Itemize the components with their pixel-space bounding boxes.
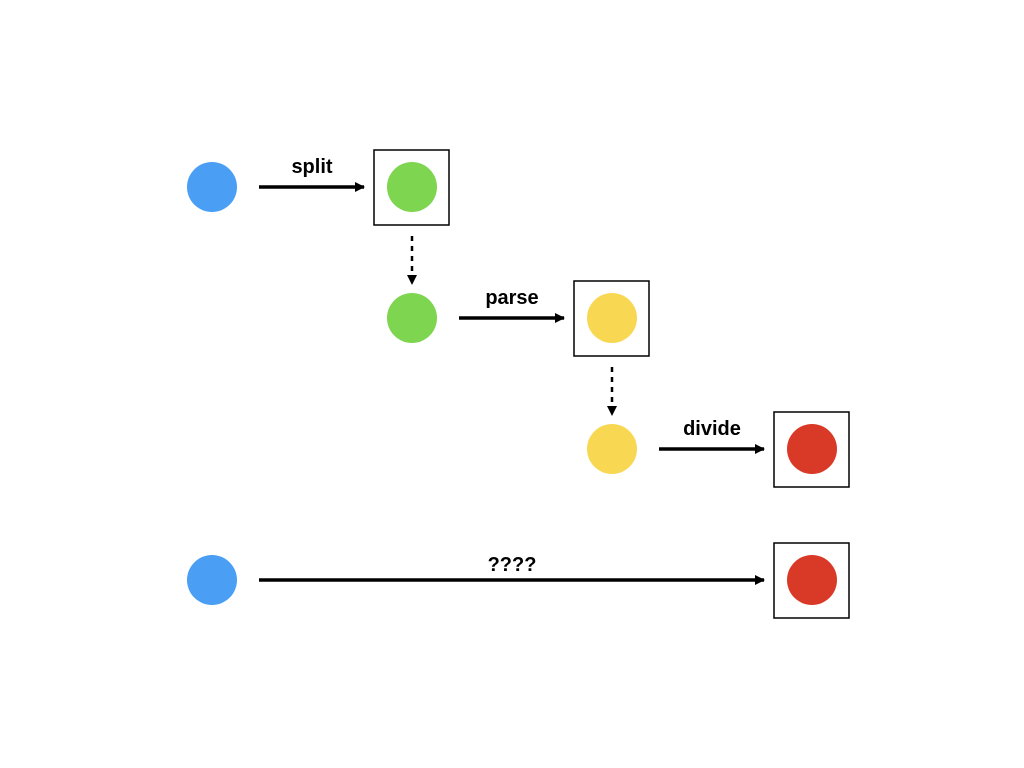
step-split-output-node [387, 162, 437, 212]
step-parse-output-node [587, 293, 637, 343]
shortcut-output-node [787, 555, 837, 605]
step-parse: parse [387, 280, 650, 357]
step-divide-output-box [773, 411, 850, 488]
step-parse-input-node [387, 293, 437, 343]
step-parse-label: parse [485, 287, 538, 309]
shortcut-output-box [773, 542, 850, 619]
shortcut-input-node [187, 555, 237, 605]
step-parse-output-box [573, 280, 650, 357]
shortcut-label: ???? [488, 554, 537, 576]
step-split: split [187, 149, 450, 226]
step-divide-output-node [787, 424, 837, 474]
step-divide-input-node [587, 424, 637, 474]
step-split-output-box [373, 149, 450, 226]
shortcut: ???? [187, 542, 850, 619]
step-divide: divide [587, 411, 850, 488]
step-divide-label: divide [683, 418, 741, 440]
step-split-input-node [187, 162, 237, 212]
step-split-label: split [291, 156, 332, 178]
